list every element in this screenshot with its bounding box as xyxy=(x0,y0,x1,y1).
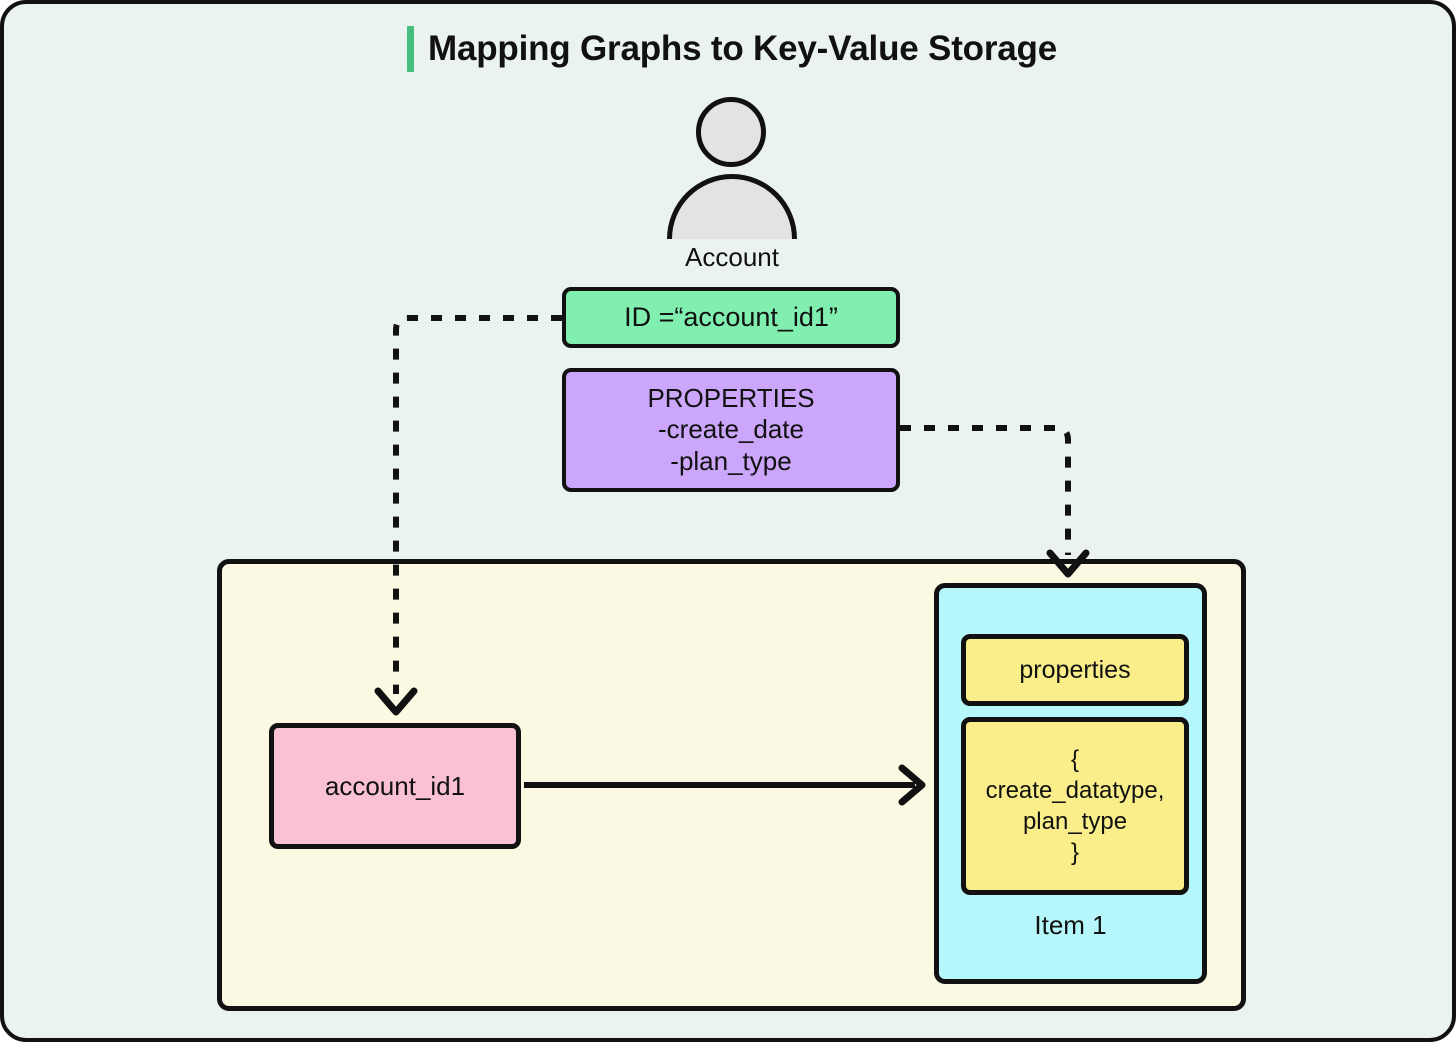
page-title-text: Mapping Graphs to Key-Value Storage xyxy=(428,29,1057,68)
entity-label-account: Account xyxy=(685,242,779,272)
person-icon xyxy=(667,97,797,239)
page-title: Mapping Graphs to Key-Value Storage xyxy=(4,26,1452,72)
connector-properties-to-item xyxy=(900,425,1071,555)
item-attribute-value-line-3: plan_type xyxy=(1022,808,1128,835)
graph-node-properties-line-2: -plan_type xyxy=(670,445,792,476)
graph-node-id[interactable]: ID =“account_id1” xyxy=(562,287,900,348)
graph-node-id-label: ID =“account_id1” xyxy=(624,302,838,333)
storage-key-label: account_id1 xyxy=(324,770,466,801)
person-head-shape xyxy=(696,97,766,167)
graph-node-properties-line-1: -create_date xyxy=(658,414,804,445)
item-attribute-name-box: properties xyxy=(961,634,1189,706)
item-attribute-value-line-2: create_datatype, xyxy=(985,776,1165,804)
graph-node-properties[interactable]: PROPERTIES -create_date -plan_type xyxy=(562,368,900,492)
storage-item-box[interactable]: properties { create_datatype, plan_type … xyxy=(934,583,1207,984)
title-accent-bar xyxy=(407,26,415,72)
item-attribute-value-line-4: } xyxy=(1070,839,1079,867)
storage-item-label: Item 1 xyxy=(1034,910,1107,940)
graph-node-properties-heading: PROPERTIES xyxy=(647,383,815,414)
item-attribute-value-line-1: { xyxy=(1070,745,1079,773)
person-body-shape xyxy=(667,174,797,239)
storage-key-box[interactable]: account_id1 xyxy=(269,723,521,849)
item-attribute-value-box: { create_datatype, plan_type } xyxy=(961,717,1189,895)
item-attribute-name-label: properties xyxy=(1019,655,1131,684)
